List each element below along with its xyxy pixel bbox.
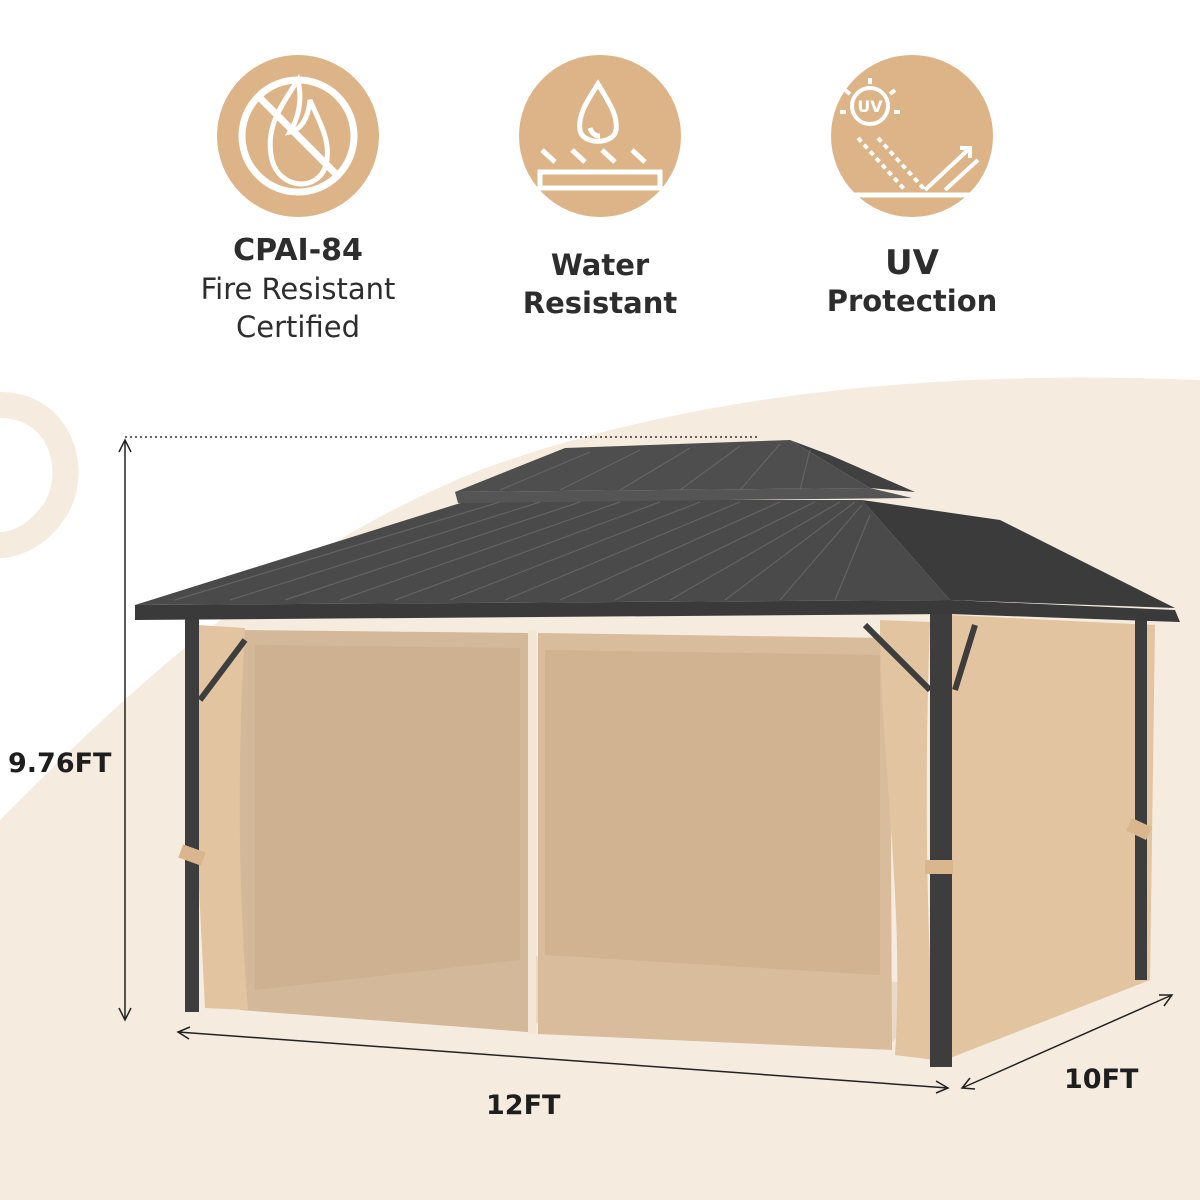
uv-sun-icon	[840, 78, 985, 198]
roof-upper	[455, 440, 870, 492]
uv-badge: UV	[831, 55, 993, 217]
uv-icon-text: UV	[857, 97, 883, 116]
post-front-left	[185, 612, 199, 1012]
no-fire-icon	[238, 73, 358, 196]
fire-badge	[217, 55, 379, 217]
roof-lower	[135, 500, 950, 605]
feature-label-uv: UV Protection	[790, 244, 1034, 320]
feature-label-water: Water Resistant	[480, 246, 720, 322]
height-dimension-label: 9.76FT	[8, 748, 112, 779]
roof-upper-side	[790, 440, 915, 492]
water-drop-icon	[537, 79, 663, 191]
feature-line: Protection	[826, 284, 998, 318]
mesh-inner-shade	[255, 645, 520, 990]
feature-line: Fire Resistant	[200, 272, 396, 306]
roof-beam	[135, 600, 1180, 622]
roof-upper-band	[455, 488, 912, 503]
feature-line: UV	[885, 243, 939, 283]
depth-dimension-label: 10FT	[1064, 1064, 1139, 1095]
depth-arrow	[960, 994, 1174, 1090]
feature-line: CPAI-84	[233, 233, 363, 268]
post-back-right	[1135, 618, 1147, 980]
curtain-right	[880, 620, 935, 1060]
mesh-inner-shade-right	[545, 650, 880, 975]
roof-ribs	[174, 443, 871, 601]
width-arrow	[176, 1026, 950, 1094]
water-badge	[519, 55, 681, 217]
height-arrow	[118, 438, 132, 1022]
roof-lower-side	[862, 500, 1175, 608]
side-curtain	[945, 615, 1155, 1060]
feature-line: Water	[550, 248, 650, 282]
width-dimension-label: 12FT	[486, 1090, 561, 1121]
feature-label-fire: CPAI-84 Fire Resistant Certified	[170, 232, 426, 346]
backdrop-arc	[0, 392, 79, 558]
feature-line: Resistant	[522, 286, 678, 320]
curtain-left	[195, 625, 248, 1010]
post-front-right	[930, 612, 952, 1067]
gazebo-illustration	[135, 440, 1180, 1067]
feature-line: Certified	[236, 310, 360, 344]
